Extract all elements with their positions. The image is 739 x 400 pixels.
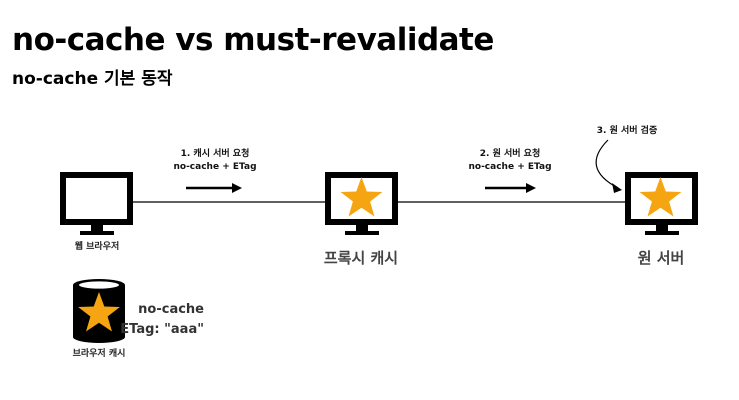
proxy-label: 프록시 캐시 [323,249,399,267]
origin-label: 원 서버 [637,249,685,267]
etag-value: ETag: "aaa" [120,322,204,337]
browser-cache-label: 브라우저 캐시 [72,349,126,359]
step-1-label: 1. 캐시 서버 요청 no-cache + ETag [173,149,257,172]
arrow-icon [485,183,536,193]
proxy-monitor-icon [325,172,398,235]
database-icon [73,279,125,343]
star-icon [78,292,120,332]
origin-monitor-icon [625,172,698,235]
browser-cache-info: no-cache ETag: "aaa" [110,300,204,340]
cache-control-value: no-cache [138,302,204,317]
browser-monitor-icon [60,172,133,235]
step-3-label: 3. 원 서버 검증 [596,126,658,136]
page-title: no-cache vs must-revalidate [12,22,494,58]
browser-label: 웹 브라우저 [74,242,120,252]
curved-arrow-icon [595,139,622,193]
page-subtitle: no-cache 기본 동작 [12,69,173,89]
star-icon [340,177,383,217]
star-icon [639,177,682,217]
arrow-icon [186,183,242,193]
step-2-label: 2. 원 서버 요청 no-cache + ETag [468,149,552,172]
